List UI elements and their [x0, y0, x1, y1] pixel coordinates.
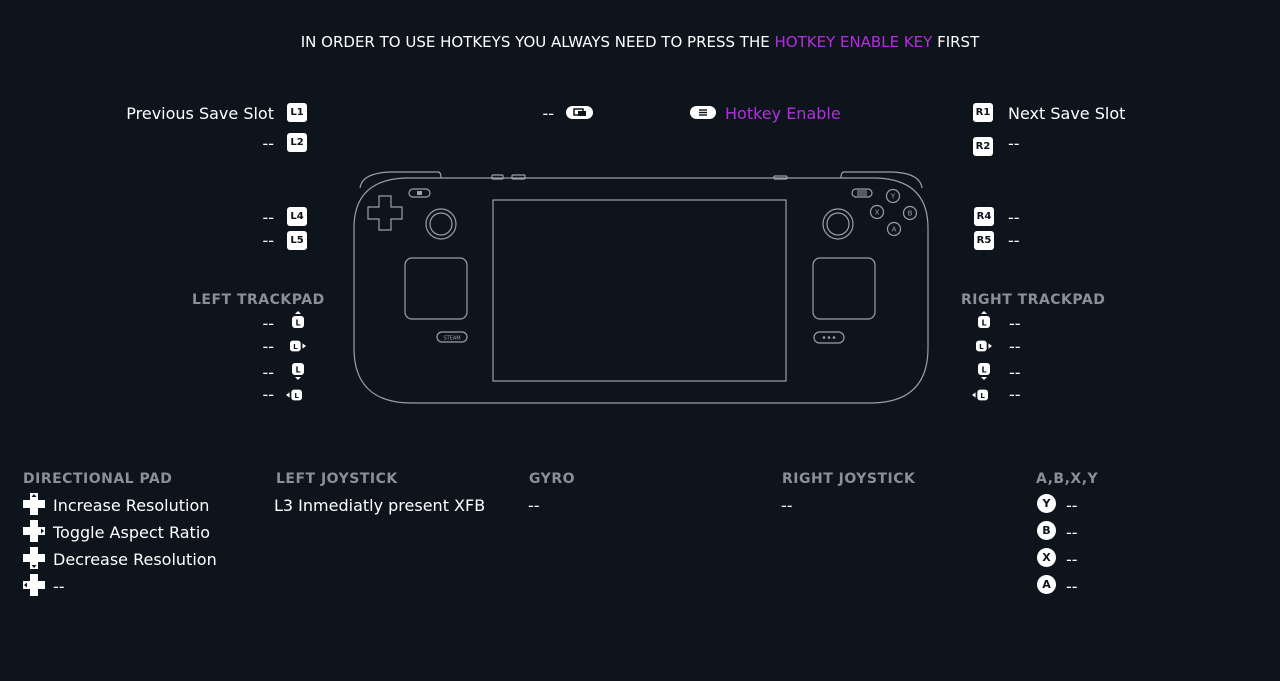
l1-label: Previous Save Slot [126, 104, 274, 123]
trackpad-up-icon: L [292, 311, 304, 328]
svg-text:L: L [981, 366, 986, 375]
r5-label: -- [1008, 231, 1020, 250]
right-trackpad-right-label: -- [1009, 337, 1021, 356]
left-trackpad-right-label: -- [262, 337, 274, 356]
y-button-label: -- [1066, 496, 1078, 515]
b-button-icon: B [1037, 521, 1056, 540]
b-button-label: -- [1066, 523, 1078, 542]
banner-highlight: HOTKEY ENABLE KEY [774, 33, 933, 51]
svg-text:L: L [295, 319, 300, 328]
trackpad-left-icon: L [286, 389, 302, 401]
dpad-left-icon [23, 574, 45, 596]
svg-text:L: L [981, 319, 986, 328]
left-bumper [359, 171, 442, 189]
left-trackpad-up-label: -- [262, 314, 274, 333]
right-trackpad-up-label: -- [1009, 314, 1021, 333]
banner-prefix: IN ORDER TO USE HOTKEYS YOU ALWAYS NEED … [300, 33, 775, 51]
device-y-label: Y [890, 193, 896, 201]
device-body [353, 177, 929, 404]
left-trackpad-title: LEFT TRACKPAD [192, 292, 325, 308]
left-trackpad-left-label: -- [262, 385, 274, 404]
y-button-icon: Y [1037, 494, 1056, 513]
r2-icon: R2 [973, 137, 993, 156]
right-trackpad-down-label: -- [1009, 363, 1021, 382]
right-trackpad-title: RIGHT TRACKPAD [961, 292, 1106, 308]
banner-suffix: FIRST [932, 33, 980, 51]
device-a-label: A [892, 226, 897, 234]
x-button-icon: X [1037, 548, 1056, 567]
dpad-up-icon [23, 493, 45, 515]
l5-label: -- [262, 231, 274, 250]
dpad-section-title: DIRECTIONAL PAD [23, 471, 173, 487]
trackpad-left-icon: L [972, 389, 988, 401]
gyro-label: -- [528, 496, 540, 515]
right-joystick-title: RIGHT JOYSTICK [782, 471, 916, 487]
dpad-right-icon [23, 520, 45, 542]
r1-icon: R1 [973, 103, 993, 122]
device-screen [492, 199, 787, 382]
dpad-right-label: Toggle Aspect Ratio [53, 523, 211, 542]
trackpad-down-icon: L [292, 363, 304, 380]
r4-label: -- [1008, 208, 1020, 227]
trackpad-right-icon: L [976, 340, 992, 352]
l2-icon: L2 [287, 133, 307, 152]
l2-label: -- [262, 134, 274, 153]
device-b-label: B [908, 210, 913, 218]
r2-label: -- [1008, 134, 1020, 153]
l4-icon: L4 [287, 207, 307, 226]
view-label: -- [542, 104, 554, 123]
dpad-down-label: Decrease Resolution [53, 550, 217, 569]
left-joystick-label: L3 Inmediatly present XFB [274, 496, 486, 515]
right-trackpad-left-label: -- [1009, 385, 1021, 404]
l5-icon: L5 [287, 231, 307, 250]
right-bumper [840, 171, 923, 189]
a-button-icon: A [1037, 575, 1056, 594]
left-trackpad-down-label: -- [262, 363, 274, 382]
a-button-label: -- [1066, 577, 1078, 596]
device-x-label: X [875, 209, 880, 217]
l4-label: -- [262, 208, 274, 227]
trackpad-down-icon: L [978, 363, 990, 380]
trackpad-right-icon: L [290, 340, 306, 352]
menu-button-icon [690, 106, 716, 119]
right-joystick-label: -- [781, 496, 793, 515]
steam-deck-diagram: STEAM Y X B A [353, 171, 929, 404]
svg-text:L: L [294, 391, 299, 400]
device-steam-label: STEAM [443, 336, 460, 342]
gyro-title: GYRO [529, 471, 576, 487]
hotkey-instruction-banner: IN ORDER TO USE HOTKEYS YOU ALWAYS NEED … [0, 33, 1280, 51]
dpad-up-label: Increase Resolution [53, 496, 210, 515]
device-dpad [367, 195, 403, 231]
dpad-down-icon [23, 547, 45, 569]
l1-icon: L1 [287, 103, 307, 122]
svg-text:L: L [293, 342, 298, 351]
r5-icon: R5 [974, 231, 994, 250]
hotkey-enable-label: Hotkey Enable [725, 104, 841, 123]
r4-icon: R4 [974, 207, 994, 226]
svg-text:L: L [980, 391, 985, 400]
left-joystick-title: LEFT JOYSTICK [276, 471, 398, 487]
abxy-title: A,B,X,Y [1036, 471, 1099, 487]
x-button-label: -- [1066, 550, 1078, 569]
dpad-left-label: -- [53, 577, 65, 596]
svg-text:L: L [979, 342, 984, 351]
svg-text:L: L [295, 366, 300, 375]
view-button-icon [566, 106, 593, 119]
r1-label: Next Save Slot [1008, 104, 1126, 123]
trackpad-up-icon: L [978, 311, 990, 328]
